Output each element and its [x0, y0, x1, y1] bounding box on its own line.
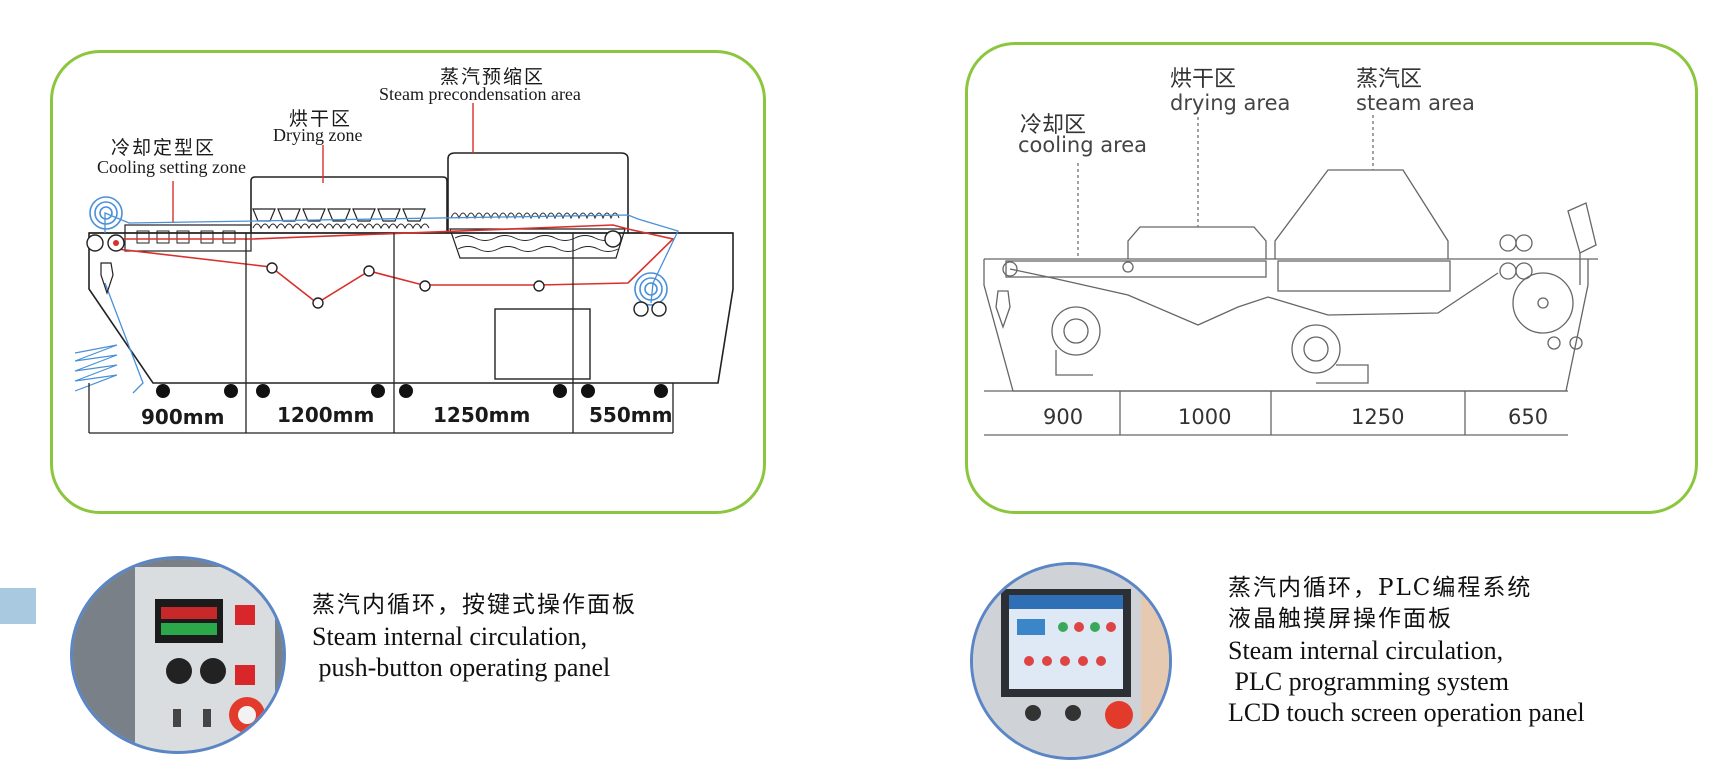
- right-caption: 蒸汽内循环，PLC编程系统 液晶触摸屏操作面板 Steam internal c…: [1228, 573, 1585, 728]
- right-dim-4: 650: [1508, 405, 1549, 429]
- left-zone-steam-cn: 蒸汽预缩区: [440, 66, 546, 88]
- right-dim-1: 900: [1043, 405, 1084, 429]
- left-zone-drying-cn: 烘干区: [289, 108, 353, 130]
- right-zone-steam-cn: 蒸汽区: [1356, 67, 1423, 92]
- push-button-panel-photo: [70, 556, 286, 754]
- left-dim-1: 900mm: [141, 405, 225, 429]
- left-machine-drawing: [74, 103, 734, 434]
- right-zone-drying-en: drying area: [1170, 91, 1291, 115]
- left-machine-diagram: 冷却定型区 Cooling setting zone 烘干区 Drying zo…: [50, 50, 766, 514]
- right-zone-cooling-en: cooling area: [1018, 133, 1148, 157]
- left-zone-cooling-en: Cooling setting zone: [97, 157, 246, 177]
- right-dim-3: 1250: [1351, 405, 1405, 429]
- left-caption-en-2: push-button operating panel: [312, 653, 611, 682]
- right-caption-en-3: LCD touch screen operation panel: [1228, 698, 1585, 727]
- left-dim-4: 550mm: [589, 403, 673, 427]
- right-dim-2: 1000: [1178, 405, 1232, 429]
- right-zone-steam-en: steam area: [1356, 91, 1475, 115]
- left-dim-2: 1200mm: [277, 403, 375, 427]
- right-zone-cooling-cn: 冷却区: [1020, 113, 1087, 138]
- right-machine-diagram: 冷却区 cooling area 烘干区 drying area 蒸汽区 ste…: [965, 42, 1698, 514]
- right-caption-en-1: Steam internal circulation,: [1228, 636, 1504, 665]
- left-zone-drying-en: Drying zone: [273, 125, 363, 145]
- side-tab: [0, 588, 36, 624]
- left-caption-cn: 蒸汽内循环，按键式操作面板: [312, 592, 637, 618]
- left-zone-steam-en: Steam precondensation area: [379, 84, 581, 104]
- left-zone-cooling-cn: 冷却定型区: [111, 137, 217, 159]
- left-dim-3: 1250mm: [433, 403, 531, 427]
- right-caption-en-2: PLC programming system: [1228, 667, 1509, 696]
- right-machine-drawing: [983, 115, 1598, 436]
- left-caption: 蒸汽内循环，按键式操作面板 Steam internal circulation…: [312, 590, 637, 683]
- left-caption-en-1: Steam internal circulation,: [312, 622, 588, 651]
- right-caption-cn-1: 蒸汽内循环，PLC编程系统: [1228, 575, 1533, 601]
- right-caption-cn-2: 液晶触摸屏操作面板: [1228, 606, 1453, 632]
- right-zone-drying-cn: 烘干区: [1170, 67, 1237, 92]
- touch-screen-panel-photo: [970, 562, 1172, 760]
